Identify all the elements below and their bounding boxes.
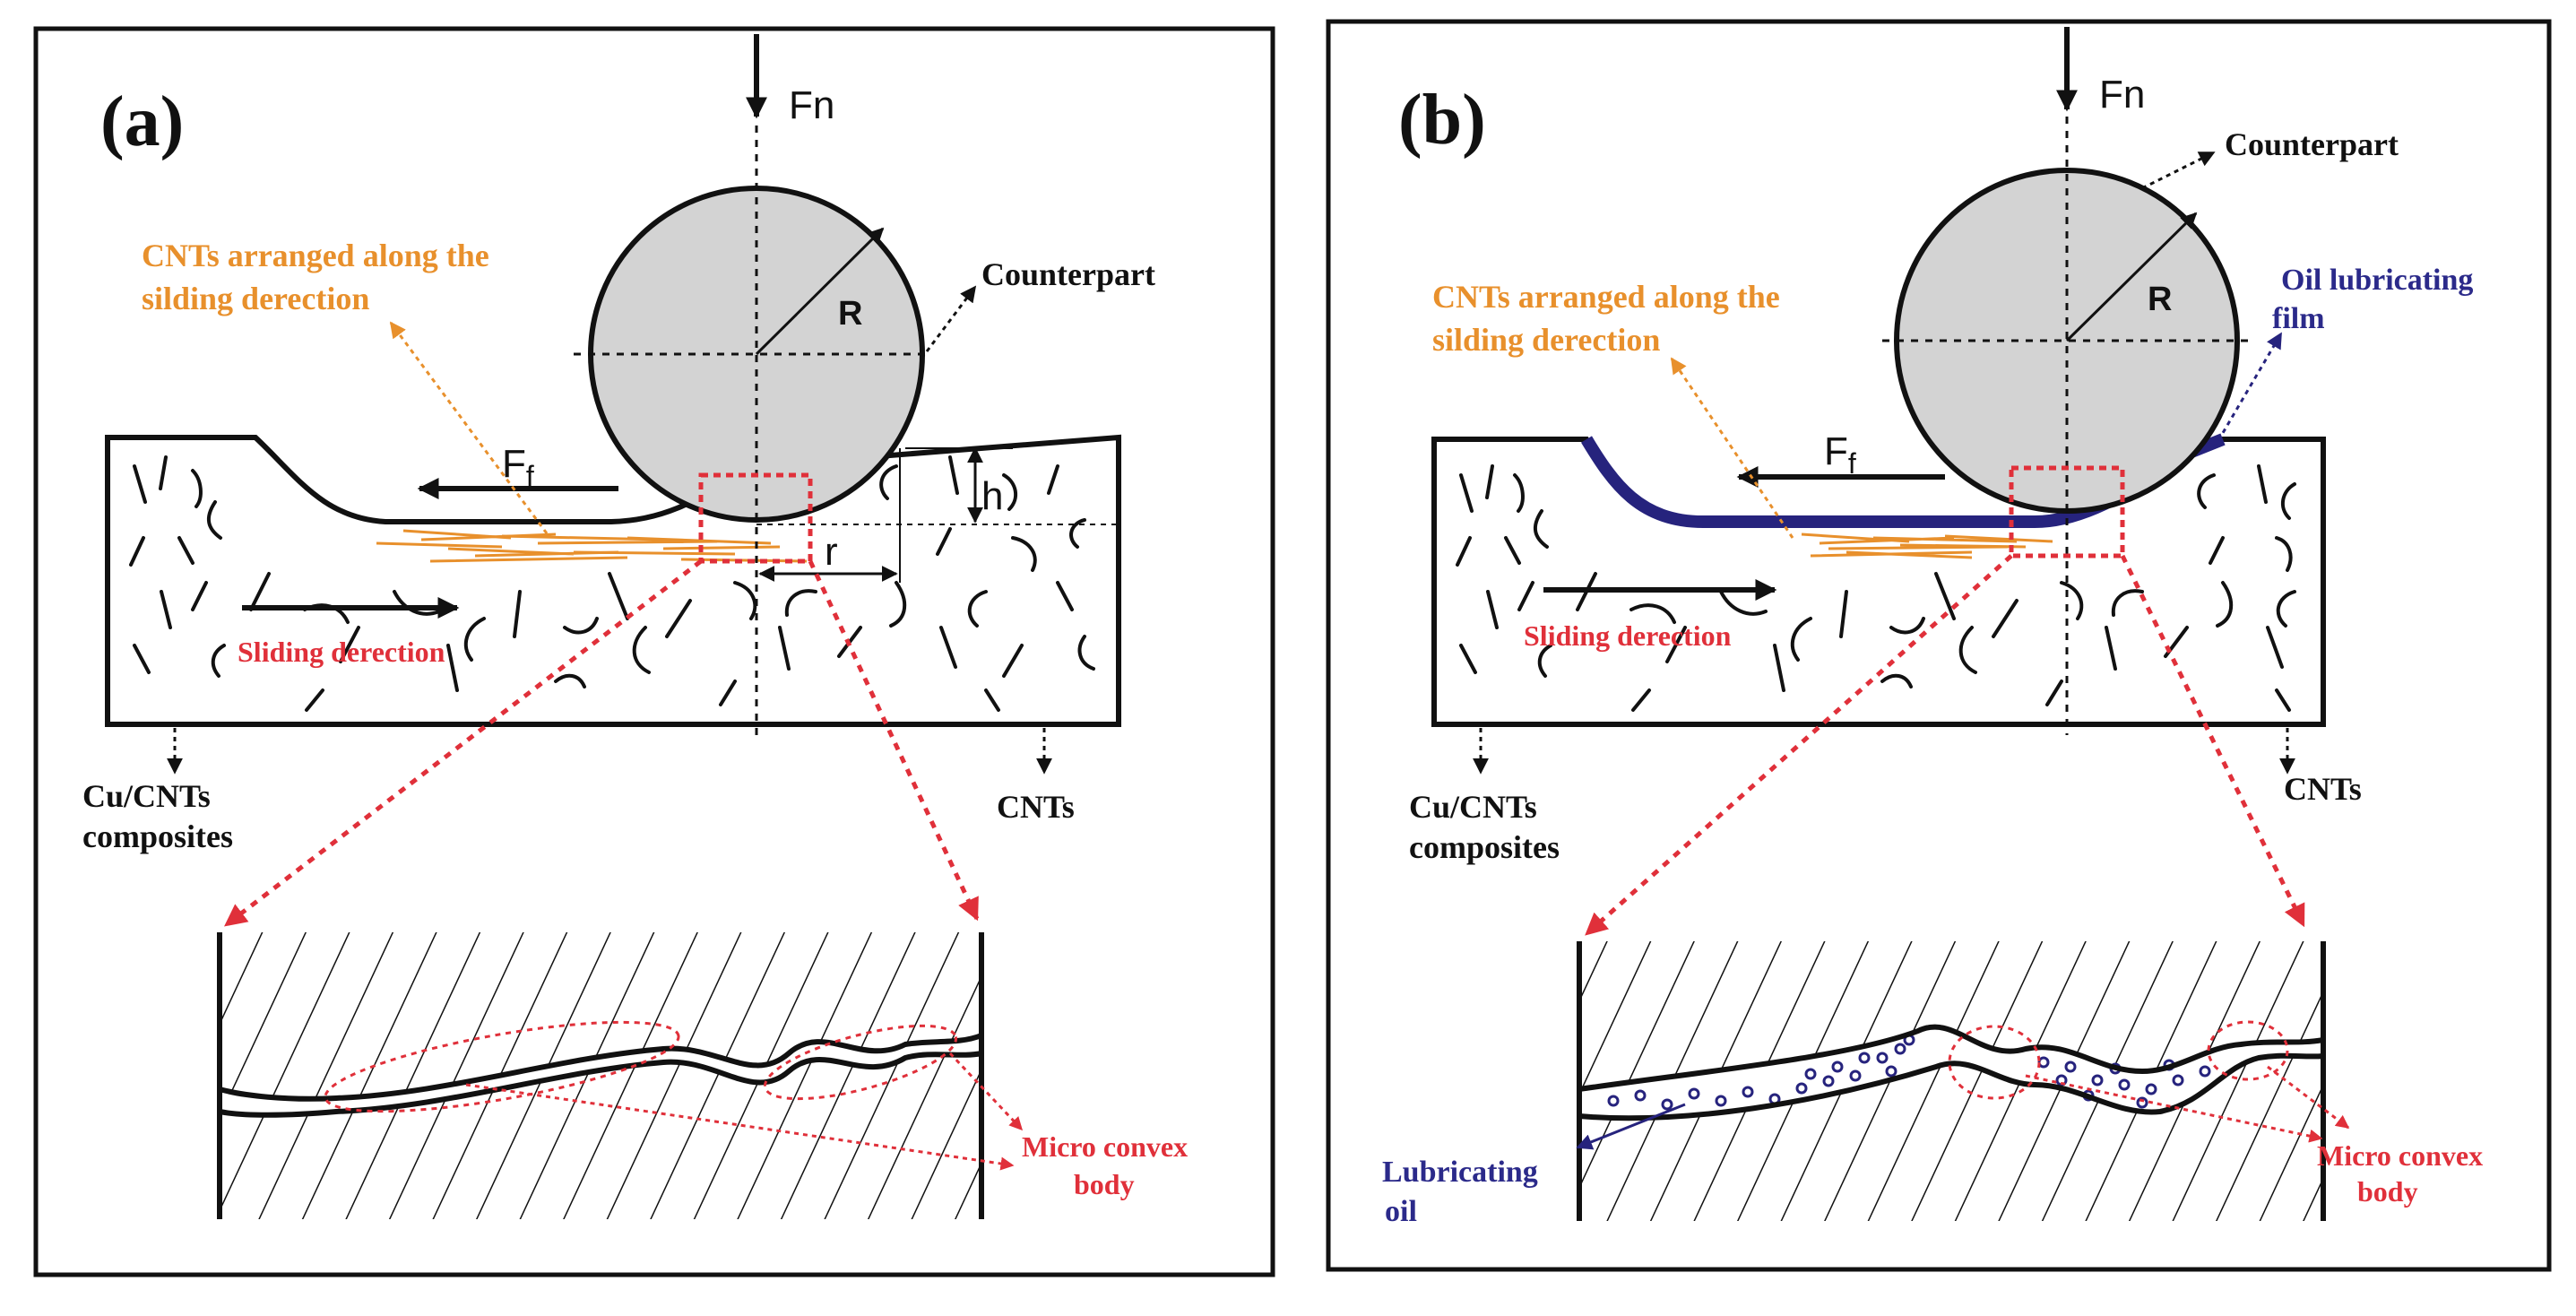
panel-b: (b) R Fn Ff (1326, 19, 2552, 1272)
friction-force-label-b: Ff (1824, 429, 1856, 480)
oil-droplets (1607, 1034, 2211, 1111)
cnts-label-b: CNTs (2284, 771, 2362, 807)
micro-pointer-b-1 (2025, 1074, 2323, 1143)
micro-pointer-1 (465, 1083, 1015, 1171)
friction-force-F: F (502, 442, 526, 486)
sliding-direction-label-b: Sliding derection (1524, 619, 1732, 652)
zoom-line-left-b (1585, 554, 2013, 936)
contact-zone-box (698, 472, 813, 564)
sliding-direction-label: Sliding derection (238, 636, 445, 668)
normal-force-label: Fn (789, 83, 834, 127)
composite-label: Cu/CNTs (82, 778, 211, 814)
counterpart-pointer (920, 285, 977, 359)
cnt-aligned-label-b: CNTs arranged along the (1432, 279, 1780, 315)
aligned-cnts (376, 529, 808, 563)
radius-line-b (2065, 212, 2198, 342)
contact-ellipse-b-1 (1948, 1025, 2041, 1100)
friction-force-label: Ff (502, 442, 534, 492)
panel-a-letter: (a) (100, 82, 184, 161)
micro-pointer-b-2 (2267, 1065, 2350, 1130)
micro-convex-label-b-2: body (2357, 1175, 2418, 1208)
cnt-aligned-label: CNTs arranged along the (142, 238, 489, 273)
micro-convex-label-2: body (1074, 1168, 1135, 1200)
normal-force-label-b: Fn (2099, 73, 2145, 117)
lower-asperity-profile-b (1578, 1052, 2324, 1121)
friction-force-sub-b: f (1848, 447, 1856, 480)
cnt-aligned-pointer (389, 321, 549, 534)
cnt-aligned-label-2: silding derection (142, 281, 369, 316)
cnts-label: CNTs (997, 789, 1075, 825)
friction-force-sub: f (526, 460, 534, 492)
upper-asperity-profile-b (1578, 1024, 2324, 1092)
zoom-line-right-b (2120, 554, 2306, 928)
lubricating-oil-label: Lubricating (1382, 1156, 1538, 1189)
panel-b-letter: (b) (1398, 81, 1486, 160)
counterpart-label-b: Counterpart (2225, 126, 2399, 162)
composite-label-b: Cu/CNTs (1409, 789, 1537, 825)
contact-ellipse-b-2 (2207, 1020, 2289, 1081)
micro-convex-label: Micro convex (1022, 1130, 1188, 1163)
panel-b-frame (1326, 19, 2552, 1272)
radius-label: R (838, 295, 862, 333)
composite-label-b-2: composites (1409, 829, 1560, 865)
composite-label-2: composites (82, 818, 233, 854)
cnt-aligned-pointer-b (1670, 357, 1794, 539)
lubricating-oil-label-2: oil (1385, 1195, 1417, 1228)
oil-pocket (1579, 1026, 2323, 1119)
lubricating-oil-pointer (1576, 1103, 1686, 1150)
oil-film-label-2: film (2272, 302, 2325, 335)
height-label: h (981, 474, 1003, 518)
panel-a: (a) R F (33, 26, 1275, 1277)
counterpart-label: Counterpart (981, 256, 1155, 292)
composite-block-b (1431, 437, 2326, 727)
panel-a-frame (33, 26, 1275, 1277)
cnt-fibers (129, 455, 1095, 712)
contact-ellipse-1 (324, 1020, 680, 1113)
counterpart-pointer-b (2141, 151, 2216, 190)
contact-zone-box-b (2009, 465, 2125, 558)
lower-asperity-profile (219, 1051, 982, 1118)
micro-convex-label-b: Micro convex (2317, 1139, 2483, 1172)
contact-ellipse-2 (763, 1024, 958, 1101)
magnified-contact-b: Micro convex body Lubricating oil (1382, 941, 2483, 1228)
oil-film-label: Oil lubricating (2281, 264, 2473, 297)
aligned-cnts-b (1801, 532, 2053, 559)
oil-film-pointer (2212, 332, 2283, 449)
upper-asperity-profile (219, 1033, 983, 1102)
friction-force-F-b: F (1824, 429, 1848, 473)
magnified-contact: Micro convex body (217, 932, 1188, 1219)
cnt-aligned-label-b-2: silding derection (1432, 322, 1660, 358)
contact-radius-label: r (825, 530, 838, 574)
radius-label-b: R (2148, 281, 2172, 318)
radius-line (755, 227, 885, 356)
